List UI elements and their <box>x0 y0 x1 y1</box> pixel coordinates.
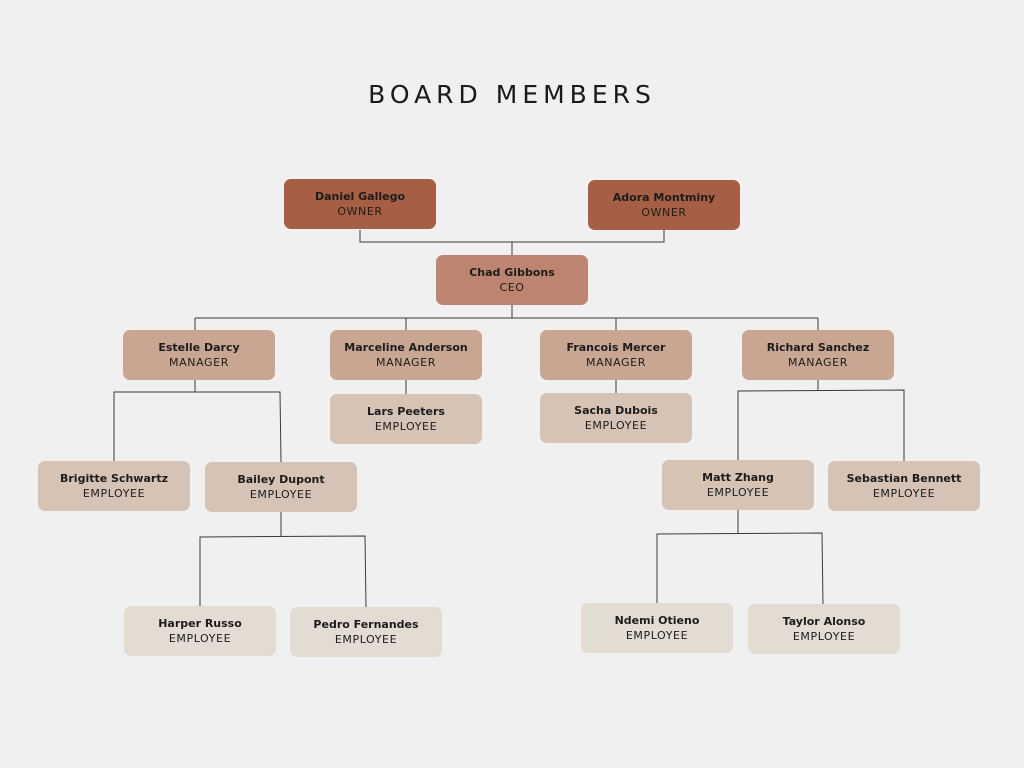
node-name: Lars Peeters <box>367 404 445 418</box>
node-name: Taylor Alonso <box>782 614 866 628</box>
node-name: Brigitte Schwartz <box>60 471 168 485</box>
node-taylor: Taylor Alonso EMPLOYEE <box>748 604 900 654</box>
node-pedro: Pedro Fernandes EMPLOYEE <box>290 607 442 657</box>
node-marceline: Marceline Anderson MANAGER <box>330 330 482 380</box>
node-role: MANAGER <box>169 355 229 369</box>
node-role: MANAGER <box>788 355 848 369</box>
node-name: Ndemi Otieno <box>614 613 700 627</box>
node-name: Adora Montminy <box>612 190 716 204</box>
node-name: Bailey Dupont <box>237 472 325 486</box>
node-harper: Harper Russo EMPLOYEE <box>124 606 276 656</box>
node-adora: Adora Montminy OWNER <box>588 180 740 230</box>
node-richard: Richard Sanchez MANAGER <box>742 330 894 380</box>
node-name: Harper Russo <box>158 616 242 630</box>
node-bailey: Bailey Dupont EMPLOYEE <box>205 462 357 512</box>
node-chad: Chad Gibbons CEO <box>436 255 588 305</box>
node-role: EMPLOYEE <box>82 486 146 500</box>
node-sebastian: Sebastian Bennett EMPLOYEE <box>828 461 980 511</box>
node-name: Daniel Gallego <box>314 189 406 203</box>
connector-owners-ceo <box>359 230 665 243</box>
node-role: EMPLOYEE <box>584 418 648 432</box>
node-brigitte: Brigitte Schwartz EMPLOYEE <box>38 461 190 511</box>
node-role: OWNER <box>641 205 687 219</box>
node-name: Sacha Dubois <box>574 403 658 417</box>
node-role: EMPLOYEE <box>706 485 770 499</box>
node-name: Estelle Darcy <box>158 340 240 354</box>
node-role: MANAGER <box>586 355 646 369</box>
connector-estelle-reports <box>113 391 282 463</box>
node-sacha: Sacha Dubois EMPLOYEE <box>540 393 692 443</box>
connector-matt-reports <box>656 532 824 605</box>
node-name: Richard Sanchez <box>766 340 870 354</box>
node-matt: Matt Zhang EMPLOYEE <box>662 460 814 510</box>
node-role: EMPLOYEE <box>334 632 398 646</box>
node-role: CEO <box>499 280 525 294</box>
node-lars: Lars Peeters EMPLOYEE <box>330 394 482 444</box>
node-name: Pedro Fernandes <box>313 617 419 631</box>
node-role: EMPLOYEE <box>792 629 856 643</box>
node-role: OWNER <box>337 204 383 218</box>
node-role: MANAGER <box>376 355 436 369</box>
node-name: Matt Zhang <box>702 470 774 484</box>
node-role: EMPLOYEE <box>625 628 689 642</box>
connector-bailey-reports <box>199 535 367 608</box>
node-name: Chad Gibbons <box>469 265 555 279</box>
connector-richard-reports <box>737 389 905 461</box>
node-estelle: Estelle Darcy MANAGER <box>123 330 275 380</box>
node-daniel: Daniel Gallego OWNER <box>284 179 436 229</box>
node-francois: Francois Mercer MANAGER <box>540 330 692 380</box>
node-role: EMPLOYEE <box>872 486 936 500</box>
node-name: Marceline Anderson <box>344 340 468 354</box>
node-role: EMPLOYEE <box>249 487 313 501</box>
node-ndemi: Ndemi Otieno EMPLOYEE <box>581 603 733 653</box>
node-name: Francois Mercer <box>566 340 666 354</box>
node-name: Sebastian Bennett <box>846 471 962 485</box>
chart-title: BOARD MEMBERS <box>368 80 656 109</box>
node-role: EMPLOYEE <box>374 419 438 433</box>
node-role: EMPLOYEE <box>168 631 232 645</box>
